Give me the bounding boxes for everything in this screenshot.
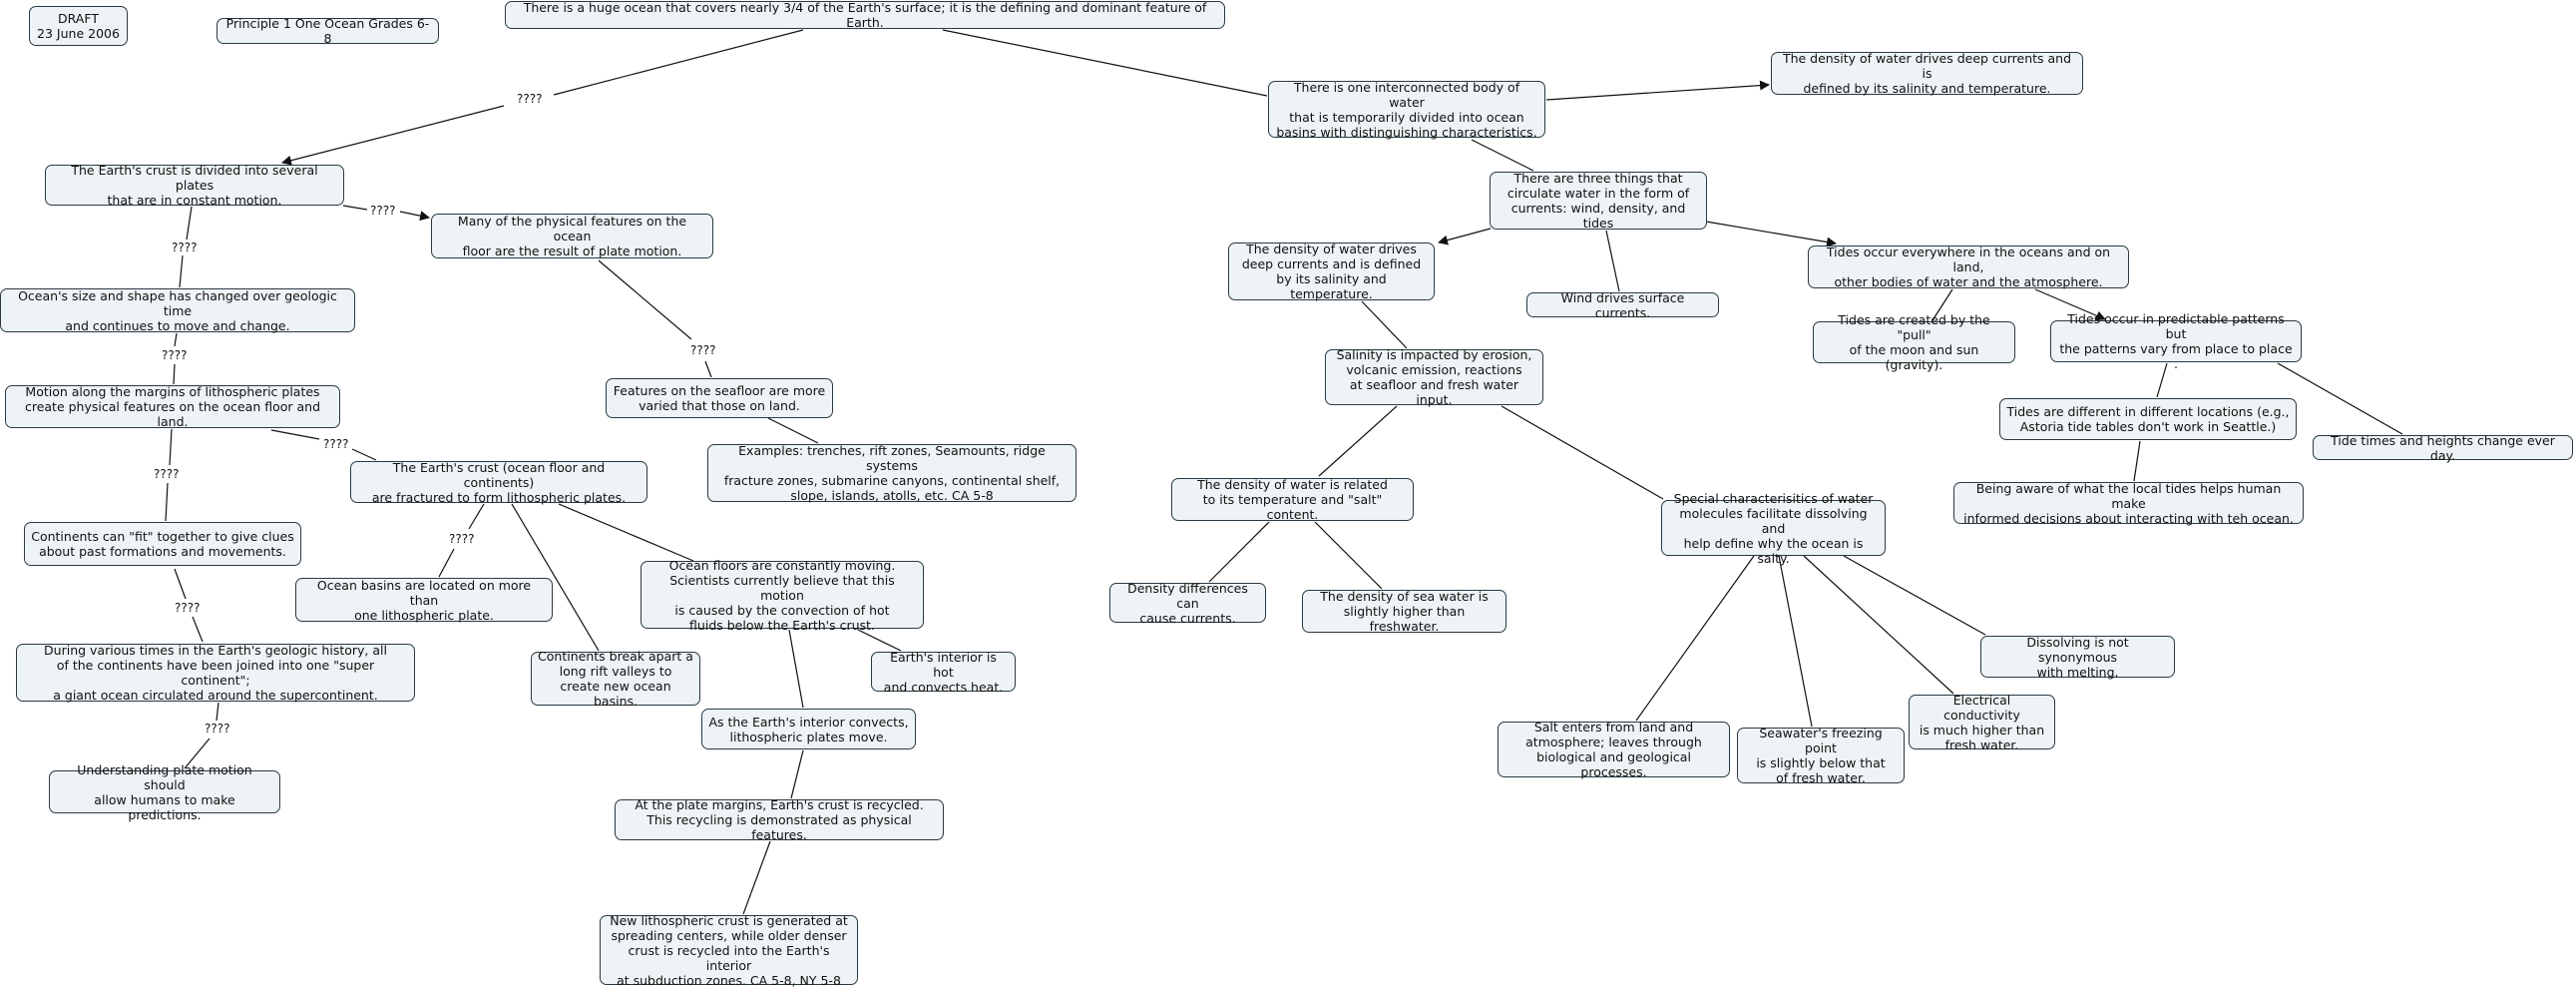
floors-moving-node: Ocean floors are constantly moving. Scie…	[641, 558, 924, 633]
principle-title-node: Principle 1 One Ocean Grades 6-8	[216, 16, 439, 46]
edge-line	[1932, 288, 1953, 321]
sea-density-node: The density of sea water is slightly hig…	[1302, 589, 1506, 634]
edge-line	[1501, 405, 1664, 500]
edge-label: ????	[203, 722, 232, 736]
density-mid-node: The density of water drives deep current…	[1228, 242, 1435, 301]
edge-line	[342, 205, 368, 211]
interior-convects-node: As the Earth's interior convects, lithos…	[701, 709, 916, 749]
three-things-node: There are three things that circulate wa…	[1490, 171, 1707, 231]
edge-line	[281, 105, 505, 166]
edge-line	[1635, 555, 1755, 722]
edge-label: ????	[170, 241, 200, 254]
edge-line	[598, 259, 692, 340]
edge-label: ????	[152, 467, 182, 481]
ocean-basins-node: Ocean basins are located on more than on…	[295, 578, 553, 623]
edge-line	[1314, 521, 1383, 590]
edge-line	[553, 29, 804, 96]
edge-line	[1705, 221, 1837, 247]
salt-enters-node: Salt enters from land and atmosphere; le…	[1498, 720, 1730, 779]
edge-line	[788, 629, 804, 709]
edge-line	[558, 503, 694, 562]
edge-line	[2034, 288, 2106, 321]
tides-different-node: Tides are different in different locatio…	[1999, 398, 2297, 440]
edge-line	[1843, 555, 1986, 636]
edge-line	[174, 568, 187, 600]
edge-line	[192, 616, 204, 643]
edge-line	[1778, 555, 1813, 728]
edge-label: ????	[173, 601, 203, 615]
tide-times-node: Tide times and heights change ever day.	[2313, 433, 2573, 463]
continents-fit-node: Continents can "fit" together to give cl…	[24, 522, 301, 566]
edge-label: ????	[688, 343, 718, 357]
edge-label: ????	[447, 532, 477, 546]
edge-line	[1471, 139, 1534, 172]
one-body-node: There is one interconnected body of wate…	[1268, 80, 1545, 140]
edge-label: ????	[321, 437, 351, 451]
density-related-node: The density of water is related to its t…	[1171, 477, 1414, 522]
edge-line	[1605, 230, 1620, 292]
edge-line	[270, 429, 320, 440]
edge-line	[186, 206, 193, 241]
edge-label: ????	[368, 204, 398, 218]
density-top-node: The density of water drives deep current…	[1771, 51, 2083, 96]
edge-line	[1438, 228, 1492, 246]
edge-line	[399, 211, 430, 222]
conductivity-node: Electrical conductivity is much higher t…	[1909, 693, 2055, 752]
edge-line	[1318, 405, 1398, 477]
edge-label: ????	[515, 92, 545, 106]
edge-line	[704, 360, 712, 378]
plate-margins-node: At the plate margins, Earth's crust is r…	[615, 797, 944, 842]
edge-line	[215, 702, 219, 722]
crust-plates-node: The Earth's crust is divided into severa…	[45, 163, 344, 208]
examples-node: Examples: trenches, rift zones, Seamount…	[707, 443, 1076, 503]
edge-line	[184, 738, 211, 769]
edge-line	[1803, 555, 1954, 695]
tides-patterns-node: Tides occur in predictable patterns but …	[2050, 311, 2302, 371]
edge-label: ????	[160, 348, 190, 362]
edge-line	[742, 840, 771, 915]
root-node: There is a huge ocean that covers nearly…	[505, 0, 1225, 30]
edge-line	[174, 332, 178, 347]
seafloor-varied-node: Features on the seafloor are more varied…	[606, 378, 833, 418]
edge-line	[179, 254, 184, 288]
interior-hot-node: Earth's interior is hot and convects hea…	[871, 650, 1016, 695]
draft-node: DRAFT 23 June 2006	[29, 6, 128, 46]
wind-node: Wind drives surface currents.	[1526, 290, 1719, 320]
edge-line	[468, 503, 485, 530]
predictions-node: Understanding plate motion should allow …	[49, 762, 280, 822]
salinity-node: Salinity is impacted by erosion, volcani…	[1325, 347, 1543, 407]
density-diff-node: Density differences can cause currents.	[1109, 581, 1266, 626]
edge-line	[165, 482, 169, 522]
local-tides-node: Being aware of what the local tides help…	[1953, 481, 2304, 526]
edge-line	[790, 749, 804, 799]
edge-line	[169, 428, 173, 466]
edge-line	[1361, 300, 1408, 349]
tides-everywhere-node: Tides occur everywhere in the oceans and…	[1808, 245, 2129, 289]
new-crust-node: New lithospheric crust is generated at s…	[600, 913, 858, 988]
edge-line	[438, 548, 455, 578]
edge-line	[1545, 80, 1770, 101]
crust-fractured-node: The Earth's crust (ocean floor and conti…	[350, 460, 647, 505]
dissolving-node: Dissolving is not synonymous with meltin…	[1980, 635, 2175, 680]
edge-line	[857, 629, 902, 652]
ocean-size-node: Ocean's size and shape has changed over …	[0, 288, 355, 333]
physical-features-node: Many of the physical features on the oce…	[431, 214, 713, 258]
edge-line	[1208, 521, 1270, 583]
edge-line	[2133, 440, 2141, 482]
edge-line	[767, 417, 819, 444]
supercontinent-node: During various times in the Earth's geol…	[16, 643, 415, 703]
edge-line	[511, 503, 600, 652]
tides-pull-node: Tides are created by the "pull" of the m…	[1813, 312, 2015, 372]
motion-margins-node: Motion along the margins of lithospheric…	[5, 384, 340, 429]
edge-line	[2277, 362, 2403, 435]
continents-break-node: Continents break apart a long rift valle…	[531, 649, 700, 709]
edge-line	[173, 363, 176, 385]
edge-line	[2156, 362, 2168, 398]
special-node: Special characterisitics of water molecu…	[1661, 491, 1886, 566]
freezing-node: Seawater's freezing point is slightly be…	[1737, 726, 1905, 785]
edge-line	[942, 29, 1268, 97]
edge-line	[351, 448, 377, 461]
